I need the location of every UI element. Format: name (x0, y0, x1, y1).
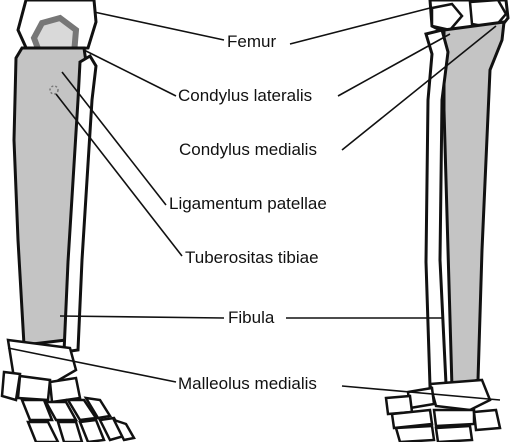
right-leg (384, 0, 510, 444)
right-fibula-bone (424, 28, 450, 388)
left-fibula-bone (62, 53, 98, 354)
label-tuberositas-tibiae: Tuberositas tibiae (184, 248, 320, 268)
right-condyle-medial (468, 0, 508, 30)
right-tibia-bone (442, 20, 506, 391)
condylus-lateralis-leader-left (83, 49, 177, 97)
tuberositas-tibiae-leader (55, 93, 183, 257)
label-ligamentum-patellae: Ligamentum patellae (168, 194, 328, 214)
label-condylus-lateralis: Condylus lateralis (177, 86, 314, 106)
label-condylus-medialis: Condylus medialis (178, 140, 318, 160)
left-foot-bones (0, 338, 136, 444)
label-femur: Femur (226, 32, 278, 52)
condylus-lateralis-leader-right (337, 33, 451, 97)
leader-lines (7, 7, 501, 401)
right-foot-bones (384, 378, 502, 444)
left-tuberosity-mark (49, 85, 59, 95)
femur-leader-left (93, 11, 225, 41)
left-leg (0, 0, 136, 444)
label-fibula: Fibula (227, 308, 276, 328)
fibula-leader-left (59, 315, 225, 319)
label-malleolus-medialis: Malleolus medialis (177, 374, 318, 394)
femur-leader-right (289, 7, 431, 45)
ligamentum-patellae-leader (61, 71, 167, 206)
malleolus-medialis-leader-left (7, 347, 177, 383)
malleolus-medialis-leader-right (341, 385, 501, 401)
right-condyle-lateral (430, 2, 464, 32)
condylus-medialis-leader (341, 25, 497, 151)
